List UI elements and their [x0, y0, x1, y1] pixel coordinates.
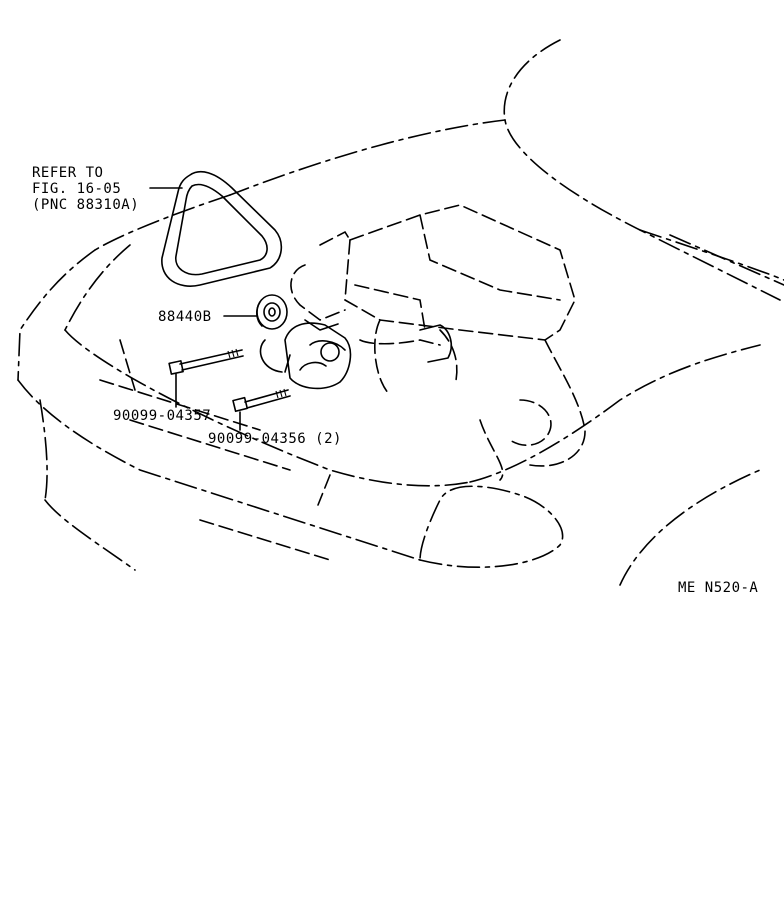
- pulley-assembly: [259, 319, 452, 390]
- refer-label-line3: (PNC 88310A): [32, 197, 139, 213]
- drive-belt: [161, 171, 283, 287]
- part-label-90099-04357: 90099-04357: [113, 408, 211, 424]
- bolt-04356: [232, 388, 291, 413]
- refer-label-line2: FIG. 16-05: [32, 181, 121, 197]
- idler-pulley: [256, 294, 288, 330]
- bolt-04357: [168, 348, 244, 375]
- diagram-code: ME N520-A: [678, 580, 758, 596]
- engine-outline: [290, 204, 586, 481]
- part-label-90099-04356: 90099-04356 (2): [208, 431, 342, 447]
- refer-label-line1: REFER TO: [32, 165, 103, 181]
- vehicle-body-outline: [17, 39, 784, 586]
- leader-lines: [149, 187, 258, 431]
- part-label-88440b: 88440B: [158, 309, 212, 325]
